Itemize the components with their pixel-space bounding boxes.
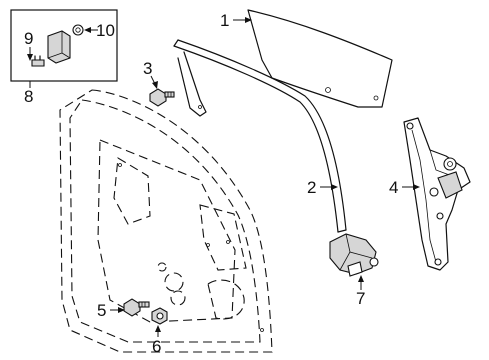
lock-actuator-part <box>329 233 379 277</box>
callout-2: 2 <box>307 178 316 197</box>
bolt-5-part <box>123 298 150 317</box>
glass-run-channel-part <box>173 39 347 233</box>
callout-6: 6 <box>152 337 161 356</box>
bolt-3-part <box>149 88 175 107</box>
callout-labels: 1 2 3 4 5 6 7 8 9 10 <box>24 11 398 356</box>
callout-9: 9 <box>24 29 33 48</box>
inset-bumper-kit <box>10 9 118 88</box>
leader-lines <box>110 17 420 337</box>
bumper-part <box>47 30 71 64</box>
callout-5: 5 <box>97 301 106 320</box>
inset-frame <box>10 9 118 82</box>
window-regulator-part <box>403 117 471 271</box>
door-glass-part <box>247 9 393 108</box>
inset-nut-part <box>72 24 84 36</box>
callout-3: 3 <box>143 59 152 78</box>
bumper-screw-part <box>31 55 45 67</box>
callout-7: 7 <box>356 289 365 308</box>
callout-10: 10 <box>96 21 115 40</box>
callout-8: 8 <box>24 87 33 106</box>
callout-4: 4 <box>389 178 398 197</box>
nut-6-part <box>151 307 168 325</box>
door-panel-outline <box>59 89 273 353</box>
callout-1: 1 <box>220 11 229 30</box>
